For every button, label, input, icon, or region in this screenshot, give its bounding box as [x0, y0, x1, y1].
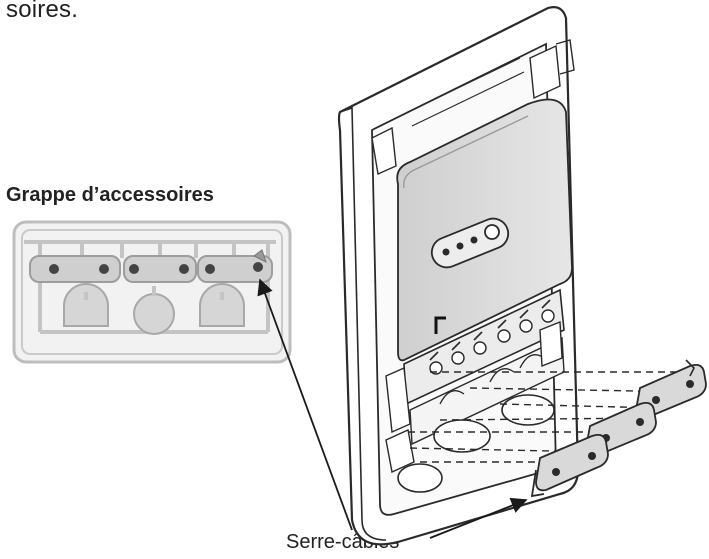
top-partial-text: soires. [6, 0, 79, 23]
cable-knockouts [385, 320, 563, 493]
cluster-title: Grappe d’accessoires [6, 184, 214, 206]
led-window [430, 217, 510, 269]
cluster-tie-pieces [29, 249, 273, 283]
cluster-plugs [63, 283, 245, 335]
arrow-to-cable-ties [429, 497, 528, 539]
cable-tie-lower [530, 433, 609, 498]
enclosure [337, 6, 580, 546]
cable-ties [530, 359, 707, 498]
arrow-to-cluster-tie [257, 278, 353, 531]
callout-arrows [257, 278, 528, 539]
accessory-cluster [12, 220, 292, 364]
